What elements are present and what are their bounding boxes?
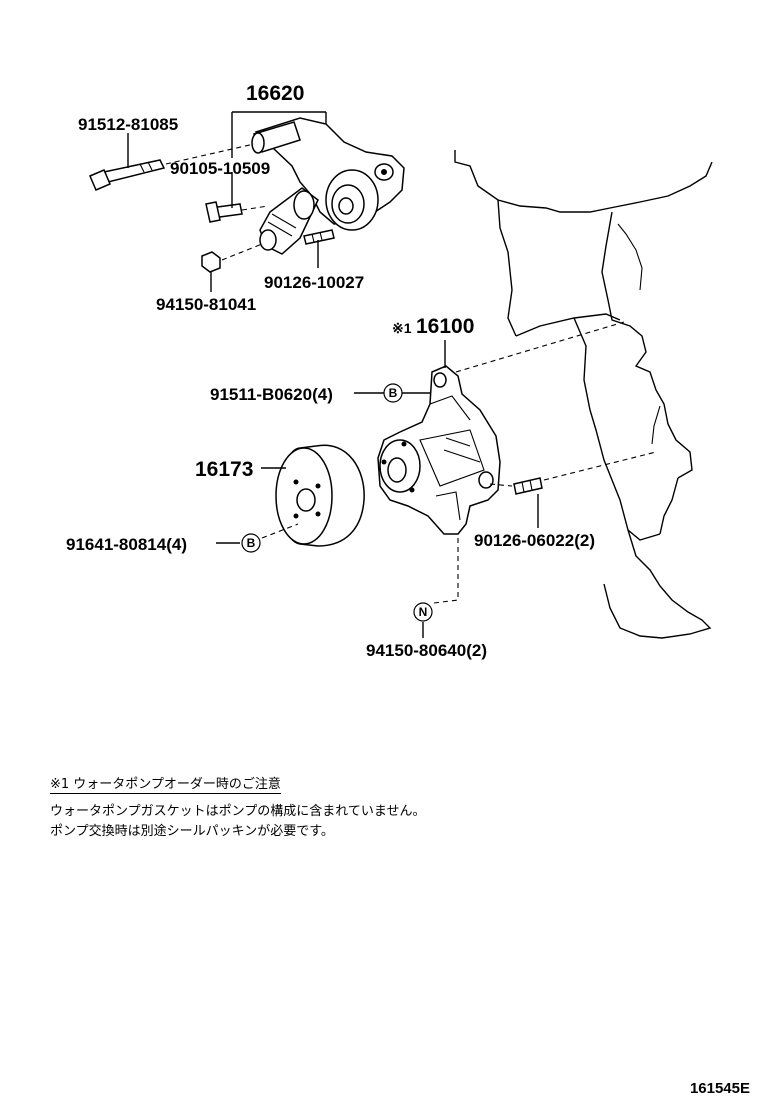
lower-stud [513,477,543,495]
bubble-n: N [413,602,433,622]
label-long-bolt: 91512-81085 [78,115,178,134]
water-pump [377,365,501,535]
label-lower-nut: 94150-80640(2) [366,641,487,660]
label-upper-stud: 90126-10027 [264,273,364,292]
note-title: ※1 ウォータポンプオーダー時のご注意 [50,773,281,794]
label-pulley: 16173 [195,458,253,481]
label-tensioner: 16620 [246,82,304,105]
label-short-bolt: 90105-10509 [170,159,270,178]
svg-text:N: N [419,605,428,619]
engine-block-outline [454,150,713,639]
pulley [275,444,365,547]
short-bolt [205,201,243,223]
label-upper-nut: 94150-81041 [156,295,256,314]
svg-text:B: B [247,536,256,550]
label-pump-mark: ※1 [392,320,412,336]
label-pump-bolt: 91511-B0620(4) [210,385,333,404]
tensioner-assembly [251,117,405,255]
bubble-b-pulley: B [241,533,261,553]
pump-leaders [216,321,657,638]
long-bolt [89,159,166,191]
label-water-pump: 16100 [416,315,474,338]
label-lower-stud: 90126-06022(2) [474,531,595,550]
note-line-1: ウォータポンプガスケットはポンプの構成に含まれていません。 [50,804,426,819]
label-pulley-bolt: 91641-80814(4) [66,535,187,554]
bubble-b-pump: B [383,383,403,403]
note-line-2: ポンプ交換時は別途シールパッキンが必要です。 [50,824,334,839]
upper-stud [303,229,335,245]
svg-text:B: B [389,386,398,400]
tensioner-leaders [127,111,327,292]
upper-nut [201,251,221,273]
illustration-id: 161545E [689,1080,750,1097]
